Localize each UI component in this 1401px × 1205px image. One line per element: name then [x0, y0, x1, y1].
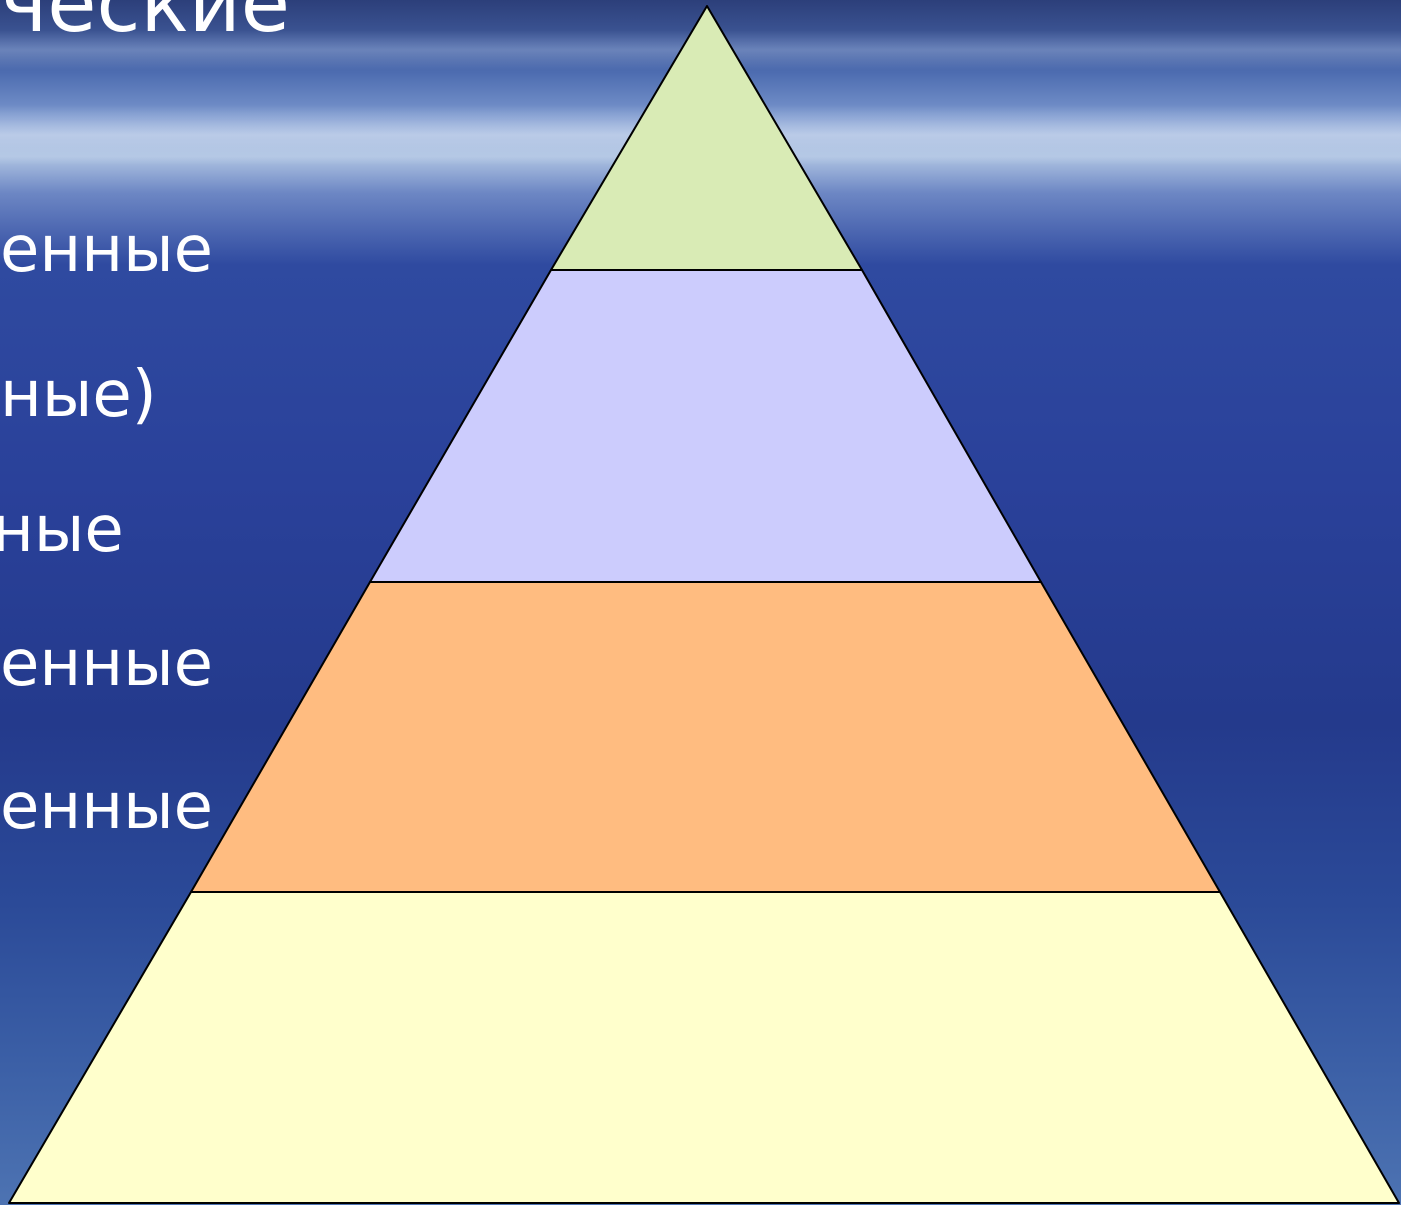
pyramid-level-3: [191, 582, 1220, 892]
pyramid-level-2: [370, 270, 1041, 582]
pyramid-level-1-top: [551, 6, 862, 270]
pyramid-level-4-bottom: [9, 892, 1399, 1203]
